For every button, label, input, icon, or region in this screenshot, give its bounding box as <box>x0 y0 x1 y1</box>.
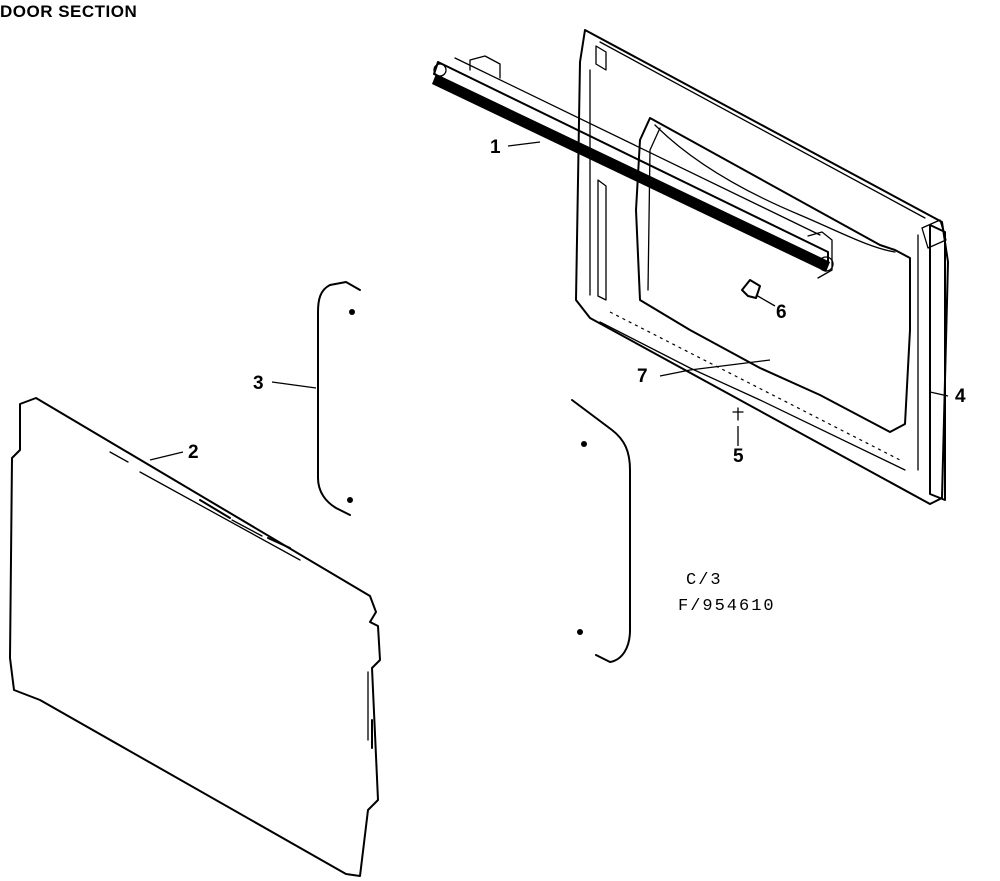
code-line-2: F/954610 <box>678 597 776 616</box>
clip-part <box>741 279 761 299</box>
callout-1: 1 <box>490 137 501 158</box>
callout-7: 7 <box>637 366 648 387</box>
outer-door-panel <box>9 397 381 877</box>
callout-6: 6 <box>776 302 787 323</box>
inner-door-frame <box>575 29 949 505</box>
callout-2: 2 <box>188 442 199 463</box>
door-handle-bar <box>432 55 834 279</box>
glass-panel <box>317 281 631 663</box>
callout-4: 4 <box>955 386 966 407</box>
screw-part <box>732 407 744 421</box>
leader-lines <box>149 141 949 461</box>
code-line-1: C/3 <box>686 571 723 590</box>
callout-5: 5 <box>733 446 744 467</box>
callout-3: 3 <box>253 373 264 394</box>
diagram-title: DOOR SECTION <box>0 2 137 21</box>
